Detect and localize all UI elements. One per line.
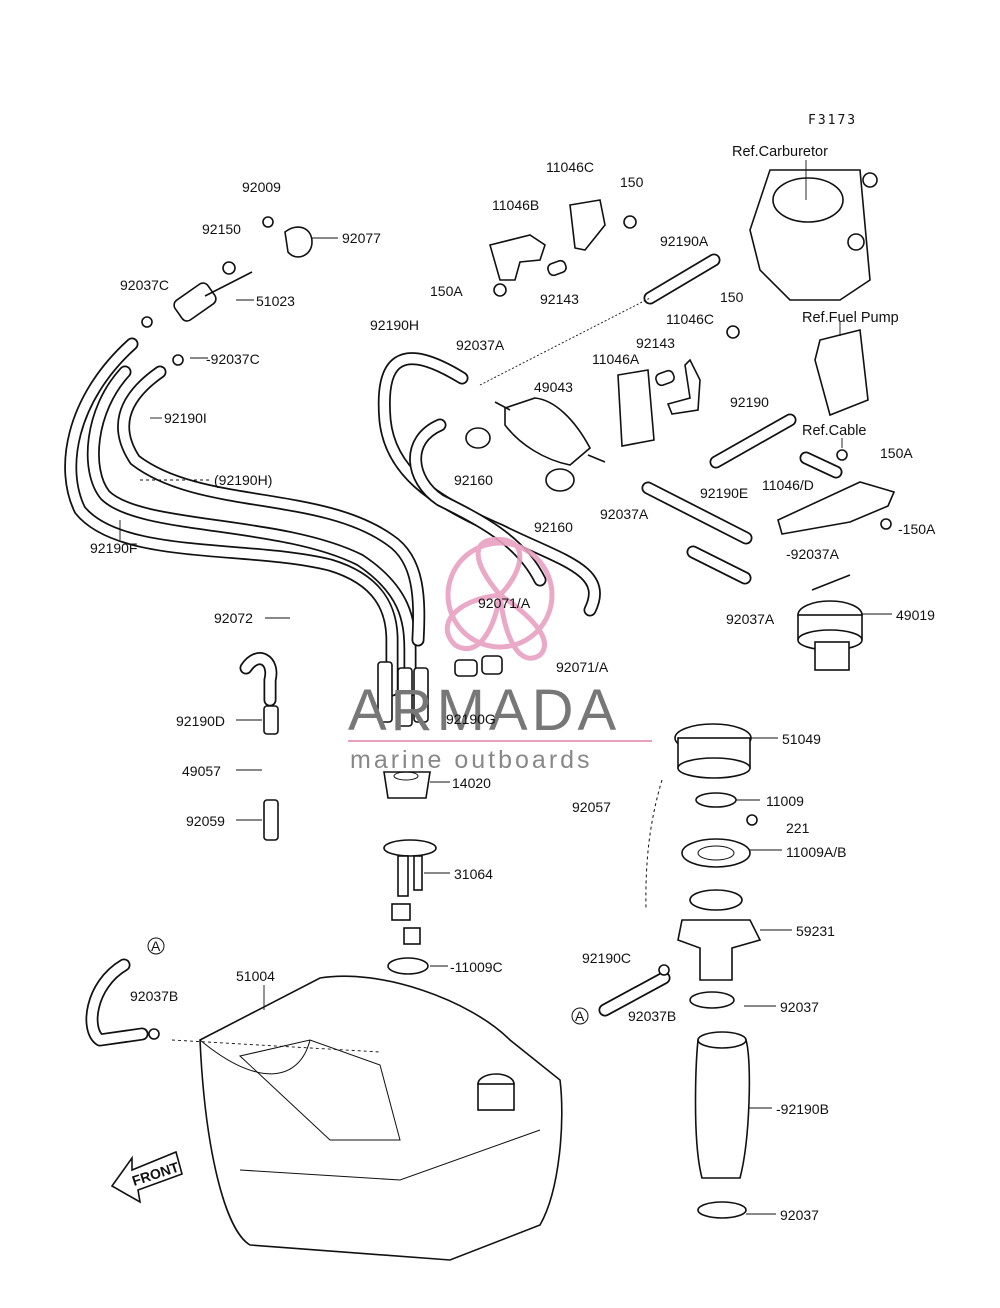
ref-cable: Ref.Cable (802, 423, 866, 439)
part-label-150: 150 (720, 289, 744, 305)
part-label-11046d: 11046/D (762, 477, 814, 493)
part-label-92190g: 92190G (446, 711, 496, 727)
part-label-92037a: 92037A (726, 611, 775, 627)
part-label-11009ab: 11009A/B (786, 844, 846, 860)
callout-label: A (151, 938, 161, 954)
part-label-150a: -150A (898, 521, 936, 537)
part-label-92160: 92160 (534, 519, 573, 535)
part-label-11046c: 11046C (546, 159, 594, 175)
part-label-92059: 92059 (186, 813, 225, 829)
gauge-sender (797, 574, 863, 671)
part-label-92190e: 92190E (700, 485, 748, 501)
part-label-92037b: 92037B (130, 988, 178, 1004)
part-label-92071a: 92071/A (478, 595, 531, 611)
watermark-tagline: marine outboards (350, 746, 593, 774)
part-label-11009: 11009 (766, 793, 804, 809)
fuel-pump (814, 329, 869, 417)
part-label-150: 150 (620, 174, 644, 190)
fuel-tank (199, 975, 563, 1261)
watermark-logo (444, 536, 555, 661)
part-label-92071a: 92071/A (556, 659, 609, 675)
watermark-brand: ARMADA (348, 678, 620, 743)
part-label-59231: 59231 (796, 923, 835, 939)
cable-bracket (777, 449, 896, 535)
part-labels: 92009 92150 92077 92037C 51023 -92037C 11046C 1… (90, 159, 936, 1223)
callout-a-top: A (147, 937, 165, 955)
tank-unit-31064 (148, 771, 437, 1043)
part-label-92190a: 92190A (660, 233, 709, 249)
carburetor (749, 169, 878, 301)
part-label-92009: 92009 (242, 179, 281, 195)
part-label-92190h: (92190H) (214, 472, 272, 488)
front-arrow: FRONT (110, 1150, 183, 1204)
part-label-11046b: 11046B (492, 197, 539, 213)
leader-lines (119, 160, 892, 1215)
part-label-92190f: 92190F (90, 540, 137, 556)
fuel-tap (141, 216, 313, 366)
ref-carburetor: Ref.Carburetor (732, 144, 828, 160)
part-label-221: 221 (786, 820, 810, 836)
part-label-92190: 92190 (730, 394, 769, 410)
part-label-51004: 51004 (236, 968, 275, 984)
part-label-11046c: 11046C (666, 311, 714, 327)
part-label-92057: 92057 (572, 799, 611, 815)
callout-a-right: A (571, 1007, 589, 1025)
part-label-92190b: -92190B (776, 1101, 829, 1117)
part-label-92190d: 92190D (176, 713, 225, 729)
part-label-92143: 92143 (540, 291, 579, 307)
part-label-92160: 92160 (454, 472, 493, 488)
part-label-92077: 92077 (342, 230, 381, 246)
part-label-92037a: 92037A (600, 506, 649, 522)
part-label-92190i: 92190I (164, 410, 207, 426)
part-label-92037a: 92037A (456, 337, 505, 353)
part-label-92150: 92150 (202, 221, 241, 237)
part-label-92037: 92037 (780, 1207, 819, 1223)
part-label-150a: 150A (430, 283, 463, 299)
fuel-filter (465, 397, 606, 492)
callout-label: A (575, 1008, 585, 1024)
figure-code: F3173 (808, 113, 857, 128)
part-label-11046a: 11046A (592, 351, 640, 367)
part-label-92190c: 92190C (582, 950, 631, 966)
part-label-92072: 92072 (214, 610, 253, 626)
ref-fuel-pump: Ref.Fuel Pump (802, 310, 899, 326)
part-label-92190h: 92190H (370, 317, 419, 333)
filler-cap-assembly (645, 723, 762, 1219)
part-label-92037b: 92037B (628, 1008, 676, 1024)
part-label-51049: 51049 (782, 731, 821, 747)
part-label-14020: 14020 (452, 775, 491, 791)
part-label-92037a: -92037A (786, 546, 840, 562)
bracket-group-upper (489, 199, 740, 447)
part-label-92143: 92143 (636, 335, 675, 351)
part-label-11009c: -11009C (450, 959, 503, 975)
hose-bundle-left (64, 337, 601, 727)
part-label-51023: 51023 (256, 293, 295, 309)
part-label-31064: 31064 (454, 866, 493, 882)
part-label-92037c: -92037C (206, 351, 260, 367)
part-label-49019: 49019 (896, 607, 935, 623)
straight-hoses (85, 253, 843, 1047)
part-label-92037c: 92037C (120, 277, 169, 293)
part-label-49057: 49057 (182, 763, 221, 779)
part-label-150a: 150A (880, 445, 913, 461)
part-label-49043: 49043 (534, 379, 573, 395)
part-label-92037: 92037 (780, 999, 819, 1015)
